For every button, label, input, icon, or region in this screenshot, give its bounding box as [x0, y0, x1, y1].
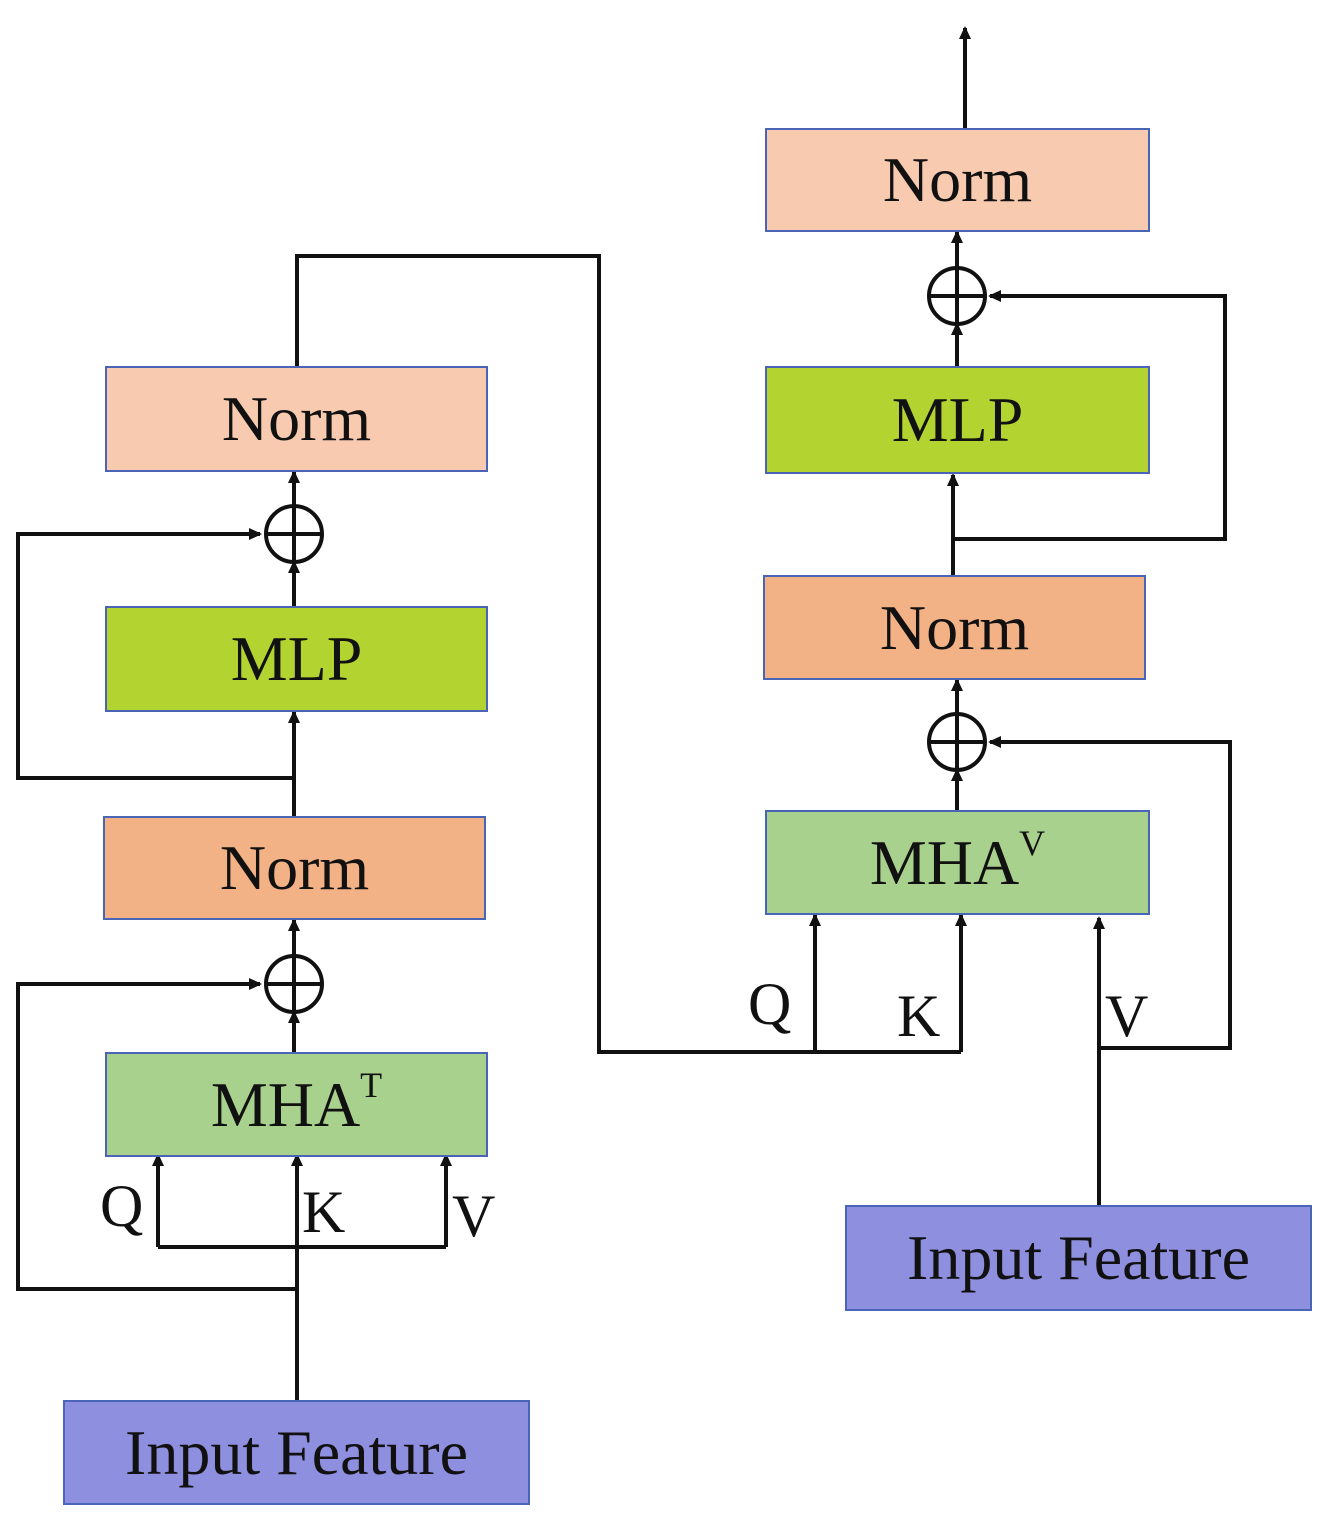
left-k-label: K — [302, 1179, 346, 1245]
left-mha-box: MHAT — [105, 1052, 488, 1157]
left-mlp-label: MLP — [230, 623, 363, 694]
right-k-label: K — [897, 983, 941, 1049]
right-norm2-label: Norm — [882, 144, 1033, 215]
left-residual1-line — [16, 978, 297, 1291]
left-v-label: V — [452, 1183, 496, 1249]
right-mlp-box: MLP — [765, 366, 1150, 474]
right-input-feature-label: Input Feature — [907, 1222, 1250, 1293]
left-norm2-box: Norm — [105, 366, 488, 472]
left-q-label: Q — [100, 1173, 144, 1239]
left-mha-superscript: T — [360, 1065, 383, 1106]
left-input-feature-label: Input Feature — [125, 1416, 468, 1488]
right-v-label: V — [1105, 983, 1149, 1049]
right-norm1-label: Norm — [879, 591, 1030, 663]
left-norm1-label: Norm — [219, 832, 370, 903]
left-sum1-icon — [264, 954, 324, 1014]
right-sum2-icon — [927, 266, 987, 326]
left-sum2-icon — [264, 504, 324, 564]
left-mlp-box: MLP — [105, 606, 488, 712]
right-sum1-icon — [927, 712, 987, 772]
right-input-feature-box: Input Feature — [845, 1205, 1312, 1311]
right-mha-label: MHAV — [869, 823, 1046, 898]
right-mlp-label: MLP — [891, 384, 1024, 455]
left-mha-label: MHAT — [210, 1065, 383, 1140]
cross-connection-line — [295, 254, 961, 1054]
left-input-feature-box: Input Feature — [63, 1400, 530, 1505]
left-residual2-line — [16, 528, 294, 780]
right-mha-superscript: V — [1019, 823, 1046, 864]
right-q-label: Q — [748, 971, 792, 1037]
right-mha-box: MHAV — [765, 810, 1150, 915]
right-residual1-line — [988, 736, 1232, 1050]
right-norm2-box: Norm — [765, 128, 1150, 232]
left-norm2-label: Norm — [221, 383, 372, 454]
right-norm1-box: Norm — [763, 575, 1146, 680]
right-residual2-line — [953, 290, 1227, 541]
left-norm1-box: Norm — [103, 816, 486, 920]
